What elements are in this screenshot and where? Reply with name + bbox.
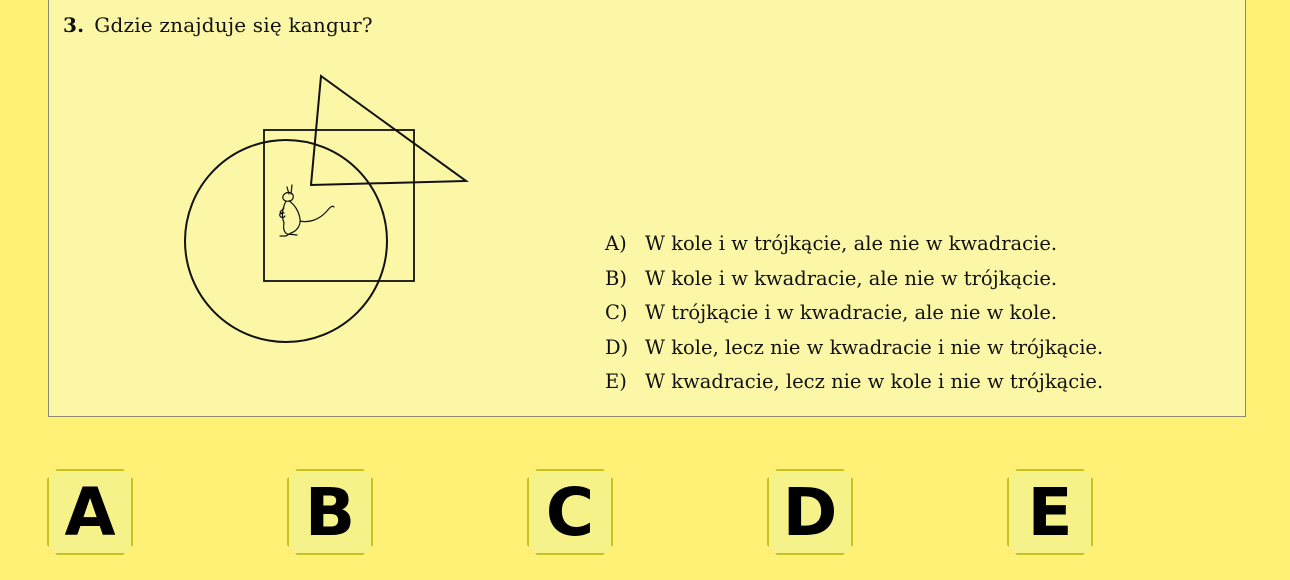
choice-label: B (304, 474, 356, 551)
answer-option-b: B) W kole i w kwadracie, ale nie w trójką… (605, 262, 1103, 297)
geometry-figure (184, 74, 469, 343)
answer-letter: E) (605, 370, 627, 393)
choice-button-d[interactable]: D (767, 469, 853, 555)
answer-option-d: D) W kole, lecz nie w kwadracie i nie w t… (605, 331, 1103, 366)
answer-option-a: A) W kole i w trójkącie, ale nie w kwadra… (605, 227, 1103, 262)
question-header: 3. Gdzie znajduje się kangur? (63, 13, 373, 37)
choice-button-a[interactable]: A (47, 469, 133, 555)
answer-letter: D) (605, 335, 629, 359)
answer-list: A) W kole i w trójkącie, ale nie w kwadra… (605, 227, 1103, 400)
choice-button-c[interactable]: C (527, 469, 613, 555)
choice-label: C (545, 474, 595, 551)
answer-text: W kole i w kwadracie, ale nie w trójkąci… (645, 266, 1058, 290)
answer-text: W trójkącie i w kwadracie, ale nie w kol… (645, 301, 1058, 324)
answer-option-e: E) W kwadracie, lecz nie w kole i nie w t… (605, 365, 1103, 400)
question-text: Gdzie znajduje się kangur? (94, 13, 373, 37)
answer-letter: C) (605, 301, 628, 324)
answer-letter: A) (605, 232, 627, 255)
question-number: 3. (63, 13, 85, 37)
answer-text: W kwadracie, lecz nie w kole i nie w tró… (645, 370, 1104, 393)
question-panel: 3.Gdzie znajduje się kangur? A)W kole (48, 0, 1246, 417)
choice-button-b[interactable]: B (287, 469, 373, 555)
circle-shape (184, 139, 388, 343)
choice-button-e[interactable]: E (1007, 469, 1093, 555)
answer-text: W kole i w trójkącie, ale nie w kwadraci… (645, 232, 1058, 255)
answer-letter: B) (605, 266, 627, 290)
square-shape (263, 129, 415, 282)
answer-option-c: C) W trójkącie i w kwadracie, ale nie w k… (605, 296, 1103, 331)
triangle-shape (309, 74, 469, 187)
choice-buttons: A B C D E (0, 466, 1290, 556)
choice-label: E (1027, 474, 1073, 551)
kangaroo-icon (279, 184, 335, 237)
choice-label: D (782, 474, 838, 551)
answer-text: W kole, lecz nie w kwadracie i nie w tró… (645, 335, 1104, 359)
choice-label: A (64, 474, 116, 551)
